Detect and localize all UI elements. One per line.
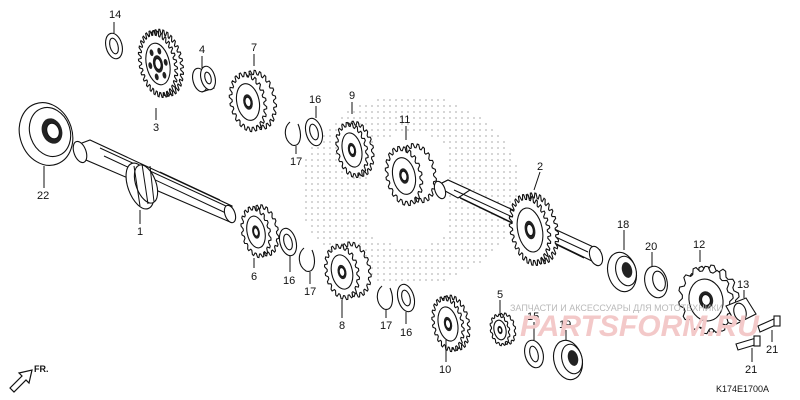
part-5-gear[interactable] (487, 311, 518, 347)
callout-5[interactable]: 5 (497, 289, 503, 301)
callout-labels: 14 4 3 7 16 17 9 11 22 1 6 16 17 8 17 16… (37, 9, 778, 376)
part-19-bearing[interactable] (549, 337, 586, 383)
part-18-bearing[interactable] (603, 249, 640, 295)
callout-8[interactable]: 8 (339, 320, 345, 332)
callout-16-right[interactable]: 16 (400, 327, 412, 339)
front-arrow-icon (9, 369, 33, 393)
callout-17-left[interactable]: 17 (304, 286, 316, 298)
front-label: FR. (34, 364, 49, 374)
callout-18[interactable]: 18 (617, 219, 629, 231)
part-2-gear[interactable] (503, 189, 565, 269)
callout-20[interactable]: 20 (645, 241, 657, 253)
leader-lines (43, 22, 773, 362)
part-9-gear[interactable] (331, 118, 379, 180)
callout-12[interactable]: 12 (693, 239, 705, 251)
callout-21-upper[interactable]: 21 (766, 344, 778, 356)
callout-19[interactable]: 19 (559, 319, 571, 331)
callout-16-left[interactable]: 16 (283, 275, 295, 287)
watermark-logo: PARTSFORM.RU (520, 310, 760, 343)
callout-4[interactable]: 4 (199, 44, 205, 56)
callout-11[interactable]: 11 (399, 114, 410, 126)
part-16-washer-upper[interactable] (303, 116, 326, 147)
callout-15[interactable]: 15 (527, 311, 539, 323)
part-11-gear[interactable] (380, 140, 441, 209)
part-14-washer[interactable] (103, 31, 125, 60)
callout-21-lower[interactable]: 21 (745, 364, 757, 376)
callout-17-right[interactable]: 17 (380, 320, 392, 332)
part-21-bolt-lower[interactable] (735, 335, 761, 351)
part-16-washer-right[interactable] (395, 282, 418, 313)
callout-10[interactable]: 10 (439, 364, 451, 376)
callout-22[interactable]: 22 (37, 190, 49, 202)
part-3-gear[interactable] (133, 26, 190, 102)
callout-7[interactable]: 7 (251, 42, 257, 54)
part-17-circlip-upper[interactable] (284, 121, 301, 146)
callout-2[interactable]: 2 (537, 161, 543, 173)
part-1-mainshaft[interactable] (71, 139, 238, 225)
callout-3[interactable]: 3 (153, 122, 159, 134)
part-17-circlip-left[interactable] (298, 247, 315, 272)
part-20-oil-seal[interactable] (641, 264, 671, 301)
callout-6[interactable]: 6 (251, 271, 257, 283)
diagram-code: K174E1700A (716, 384, 769, 394)
part-17-circlip-right[interactable] (376, 285, 393, 310)
callout-16-upper[interactable]: 16 (309, 94, 321, 106)
part-15-washer[interactable] (522, 338, 547, 370)
part-13-fixing-plate[interactable] (725, 297, 757, 325)
watermark-caption: ЗАПЧАСТИ И АКСЕССУАРЫ ДЛЯ МОТОТЕХНИКИ (510, 303, 723, 313)
callout-1[interactable]: 1 (137, 226, 143, 238)
callout-14[interactable]: 14 (109, 9, 121, 21)
part-7-gear[interactable] (224, 67, 281, 135)
callout-9[interactable]: 9 (349, 90, 355, 102)
part-21-bolt-upper[interactable] (757, 315, 781, 333)
callout-13[interactable]: 13 (737, 279, 749, 291)
part-10-gear[interactable] (427, 292, 475, 354)
callout-17-upper[interactable]: 17 (290, 156, 302, 168)
front-direction-indicator: FR. (9, 364, 49, 393)
part-8-gear[interactable] (320, 239, 376, 303)
part-4-bushing[interactable] (190, 65, 218, 94)
part-22-bearing[interactable] (11, 95, 82, 173)
part-6-gear[interactable] (237, 202, 284, 260)
part-16-washer-left[interactable] (277, 226, 300, 257)
part-12-drive-sprocket[interactable] (672, 260, 745, 339)
